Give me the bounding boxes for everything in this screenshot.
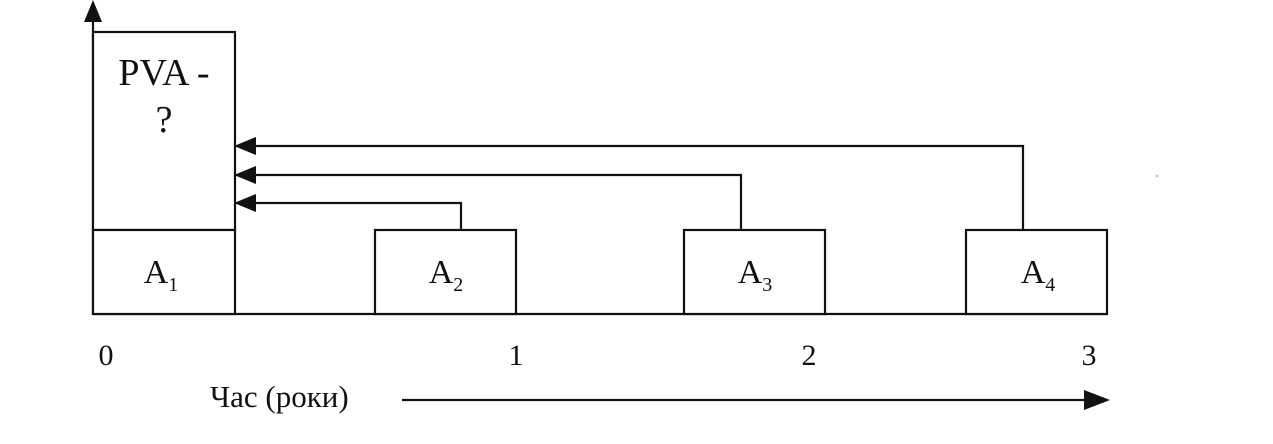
time-arrowhead [1084,390,1110,410]
time-axis-label: Час (роки) [210,379,349,414]
vertical-axis-arrowhead [84,0,102,22]
annuity-label-a1: A1 [144,254,179,296]
annuity-box-a1: A1 [91,228,237,316]
discount-arrowhead-a3 [234,166,256,184]
tick-label-1: 1 [509,339,524,372]
discount-arrow-a2 [234,194,463,230]
annuity-box-a2: A2 [373,228,518,316]
discount-arrowhead-a4 [234,137,256,155]
pva-label-line1: PVA - [118,52,209,94]
annuity-box-a4: A4 [964,228,1109,316]
tick-label-0: 0 [99,339,114,372]
discount-arrowhead-a2 [234,194,256,212]
pva-label-line2: ? [156,99,173,141]
annuity-label-a3: A3 [738,254,773,296]
tick-label-2: 2 [802,339,817,372]
annuity-label-a4: A4 [1021,254,1056,296]
discount-arrow-a4 [234,137,1025,230]
annuity-box-a3: A3 [682,228,827,316]
tick-label-3: 3 [1082,339,1097,372]
annuity-label-a2: A2 [429,254,464,296]
time-arrow [402,390,1110,410]
pva-box: PVA - ? [91,30,237,232]
scan-speck [1155,174,1159,178]
discount-arrow-a3 [234,166,743,230]
